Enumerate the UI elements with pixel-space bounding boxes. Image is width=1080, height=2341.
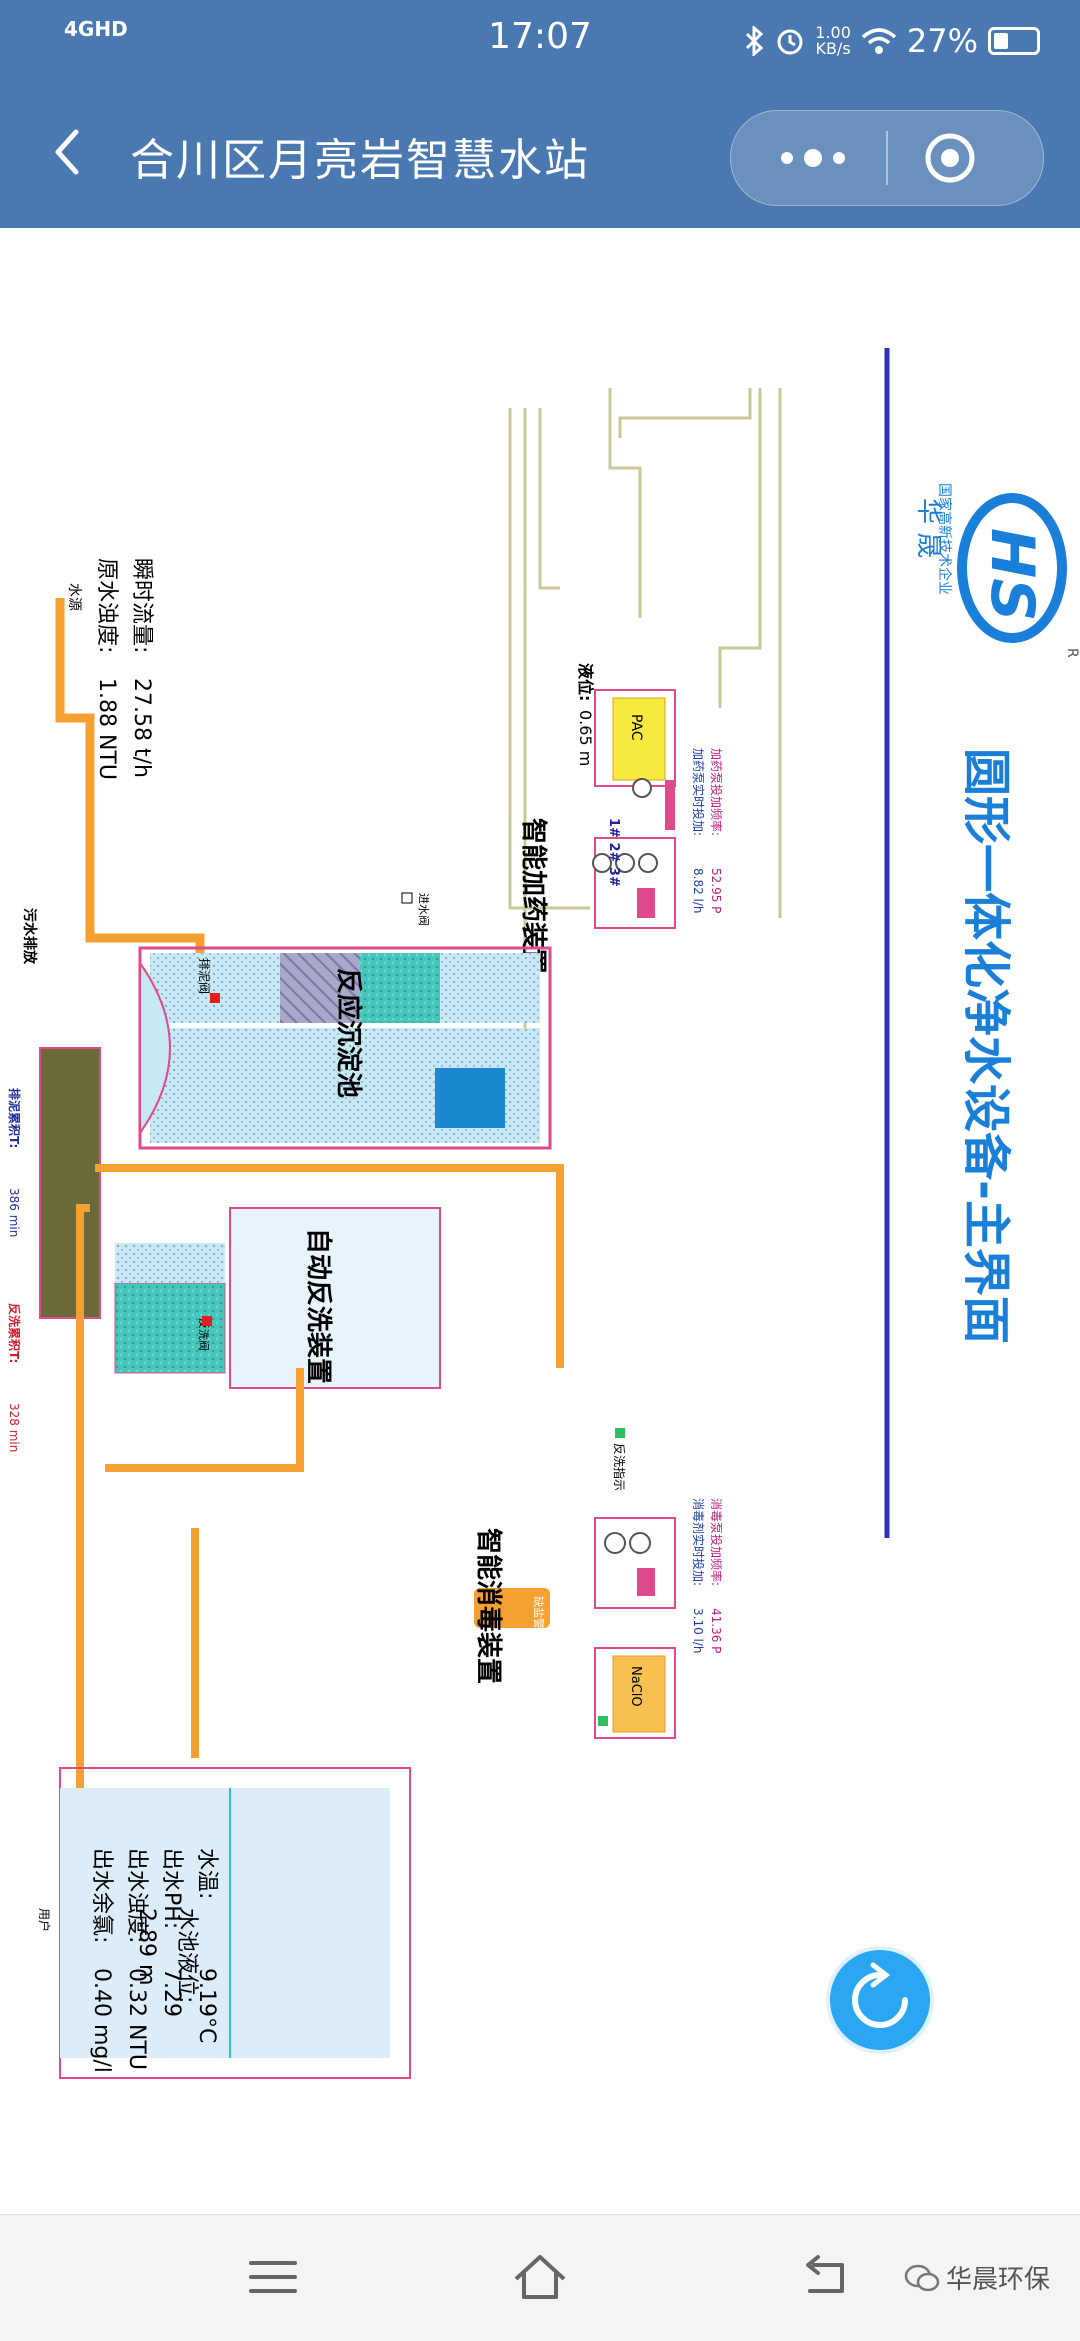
disinfect-freq-label: 消毒泵投加频率: (709, 1498, 724, 1586)
sedimentation-section-label: 反应沉淀池 (333, 968, 364, 1098)
scada-viewport: 圆形一体化净水设备-主界面 HS 华 晟 国家高新技术企业 R 加药泵投加频率:… (0, 228, 1080, 2214)
salt-alarm-label[interactable]: 缺盐警报 (532, 1596, 546, 1640)
battery-icon (988, 27, 1040, 55)
wechat-brand-watermark: 华晨环保 (904, 2259, 1050, 2296)
sludge-time-value: 386 min (7, 1188, 21, 1237)
naclo-tank-label: NaClO (628, 1666, 643, 1707)
dosing-level-label: 液位: (576, 663, 595, 701)
dosing-rate-value: 8.82 l/h (691, 868, 705, 914)
sewage-drain-label: 污水排放 (21, 908, 38, 965)
tank-readouts: 水温: 9.19°C 出水PH: 7.29 出水浊度: 0.32 NTU 出水余… (89, 1848, 219, 2073)
outlet-chlorine-label: 出水余氯: (89, 1848, 114, 1943)
outlet-ph-label: 出水PH: (159, 1848, 184, 1929)
mini-program-capsule (730, 110, 1044, 206)
raw-turbidity-label: 原水浊度: (94, 558, 119, 653)
inlet-valve-label: 进水阀 (417, 893, 431, 926)
user-label: 用户 (37, 1908, 52, 1932)
wifi-icon (861, 28, 897, 54)
tank-level-value: 2.89 m (134, 1908, 159, 1985)
backwash-indicator-label: 反洗指示 (612, 1443, 627, 1491)
clear-water-tank: 用户 水池液位: 2.89 m (37, 1767, 411, 2079)
outlet-ph-value: 7.29 (159, 1968, 184, 2017)
status-bar: 4GHD 17:07 1.00 KB/s 27% (0, 0, 1080, 80)
rotated-schematic: 圆形一体化净水设备-主界面 HS 华 晟 国家高新技术企业 R 加药泵投加频率:… (7, 348, 1080, 2079)
logo-tagline: 国家高新技术企业 (936, 483, 953, 595)
outlet-turbidity-value: 0.32 NTU (124, 1968, 149, 2070)
pac-tank-label: PAC (628, 714, 644, 741)
dosing-pumps (592, 778, 658, 873)
water-source-label: 水源 (66, 583, 82, 611)
sedimentation-tank: 排泥阀 反应沉淀池 (138, 946, 552, 1150)
disinfection-device: 消毒泵投加频率: 41.36 P 消毒剂实时投加: 3.10 l/h NaClO… (473, 1498, 724, 1739)
dosing-rate-label: 加药泵实时投加: (691, 748, 706, 836)
flow-value: 27.58 t/h (129, 678, 154, 778)
title-bar: 合川区月亮岩智慧水站 (0, 80, 1080, 228)
backwash-time-label: 反洗累积T: (7, 1303, 22, 1363)
bluetooth-icon (746, 26, 764, 56)
alarm-icon (777, 29, 803, 55)
more-options-icon[interactable] (773, 141, 853, 175)
outlet-chlorine-value: 0.40 mg/l (89, 1968, 114, 2073)
sludge-time-label: 排泥累积T: (7, 1088, 22, 1148)
outlet-turbidity-label: 出水浊度: (124, 1848, 149, 1943)
tank-level-label: 水池液位: (174, 1908, 199, 2003)
refresh-icon (852, 1972, 908, 2028)
flow-label: 瞬时流量: (129, 558, 154, 653)
scada-title: 圆形一体化净水设备-主界面 (958, 748, 1014, 1344)
backwash-section-label: 自动反洗装置 (303, 1228, 334, 1384)
clock: 17:07 (488, 16, 592, 57)
brand-name: 华晨环保 (945, 2265, 1050, 2295)
dosing-freq-value: 52.95 P (709, 868, 723, 913)
company-logo: HS 华 晟 国家高新技术企业 R (913, 483, 1080, 658)
dosing-freq-label: 加药泵投加频率: (709, 748, 724, 836)
inflow-info: 瞬时流量: 27.58 t/h 原水浊度: 1.88 NTU 水源 进水阀 (66, 558, 431, 926)
network-indicator: 4GHD (64, 17, 128, 41)
home-icon[interactable] (510, 2247, 570, 2307)
back-arrow-icon[interactable] (40, 122, 100, 182)
svg-text:HS: HS (977, 528, 1047, 621)
inflow-pipe (55, 598, 205, 968)
disinfect-rate-label: 消毒剂实时投加: (691, 1498, 706, 1586)
dosing-device: 加药泵投加频率: 52.95 P 加药泵实时投加: 8.82 l/h 液位: 0… (518, 663, 724, 974)
status-icons: 1.00 KB/s 27% (743, 22, 1040, 60)
battery-percent: 27% (906, 22, 978, 60)
page-title: 合川区月亮岩智慧水站 (130, 135, 590, 186)
network-speed: 1.00 KB/s (815, 23, 851, 58)
close-mini-program-icon[interactable] (923, 131, 977, 185)
disinfect-rate-value: 3.10 l/h (691, 1608, 705, 1654)
disinfect-freq-value: 41.36 P (709, 1608, 723, 1653)
dosing-section-label: 智能加药装置 (518, 818, 549, 974)
signal-lines (508, 388, 782, 1108)
backwash-time-value: 328 min (7, 1403, 21, 1452)
refresh-button[interactable] (826, 1946, 934, 2054)
menu-icon[interactable] (243, 2247, 303, 2307)
dosing-level-value: 0.65 m (576, 710, 595, 766)
dosing-pump-labels: 1# 2# 3# (606, 818, 621, 887)
water-temp-label: 水温: (194, 1848, 219, 1899)
backwash-device: 自动反洗装置 反洗阀 反洗指示 (114, 1207, 627, 1491)
process-pipes (76, 1164, 564, 1948)
logo-company-name: 华 晟 (913, 498, 943, 558)
sludge-area: 污水排放 排泥累积T: 386 min 反洗累积T: 328 min (7, 908, 101, 1452)
registered-mark: R (1064, 648, 1080, 658)
water-temp-value: 9.19°C (194, 1968, 219, 2043)
back-icon[interactable] (796, 2247, 856, 2307)
disinfection-section-label: 智能消毒装置 (473, 1528, 504, 1684)
scada-diagram: 圆形一体化净水设备-主界面 HS 华 晟 国家高新技术企业 R 加药泵投加频率:… (7, 348, 1080, 2079)
raw-turbidity-value: 1.88 NTU (94, 678, 119, 780)
backwash-valve-label: 反洗阀 (197, 1318, 211, 1351)
wechat-icon (904, 2264, 940, 2291)
drain-valve-label: 排泥阀 (197, 958, 211, 994)
system-navigation-bar: 华晨环保 (0, 2214, 1080, 2341)
capsule-divider (886, 131, 888, 185)
